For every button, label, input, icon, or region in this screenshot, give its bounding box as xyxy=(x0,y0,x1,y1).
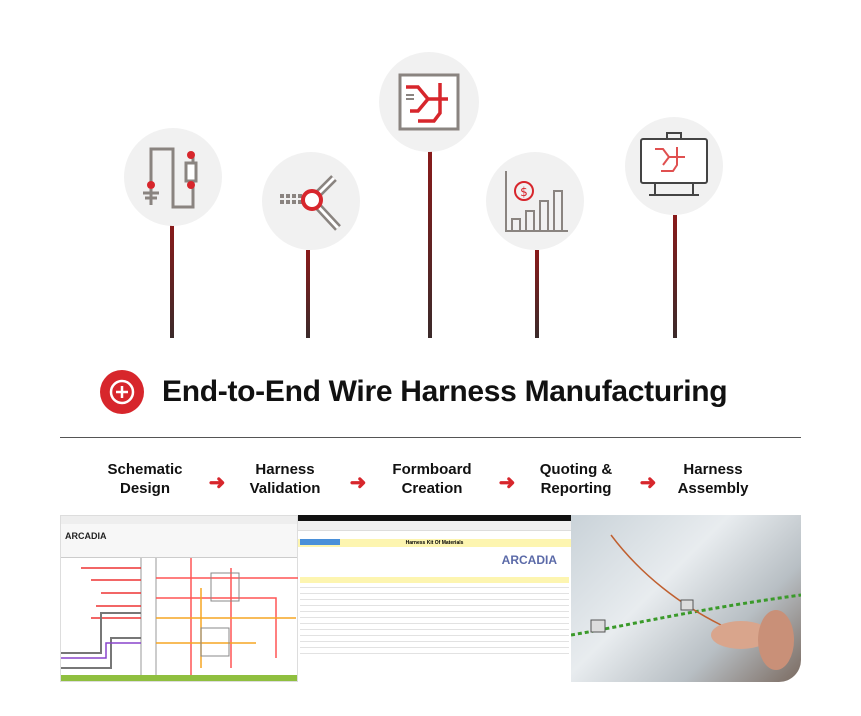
formboard-icon xyxy=(379,52,479,152)
report-logo: ARCADIA xyxy=(501,553,557,567)
step-label: Quoting & xyxy=(539,461,613,478)
arrow-right-icon: ➜ xyxy=(498,472,516,494)
status-bar xyxy=(61,675,297,681)
stem xyxy=(535,250,539,338)
quoting-chart-icon: $ xyxy=(486,152,584,250)
brand-logo: ARCADIA xyxy=(65,531,107,541)
table-header xyxy=(300,577,569,583)
step-label: Reporting xyxy=(540,480,612,497)
plus-circle-icon xyxy=(100,370,144,414)
svg-text:$: $ xyxy=(520,185,528,199)
window-bar xyxy=(298,515,571,521)
step-label: Formboard xyxy=(392,461,472,478)
step-label: Assembly xyxy=(677,480,749,497)
schematic-diagram xyxy=(61,558,299,676)
assembly-board-icon xyxy=(625,117,723,215)
arrow-right-icon: ➜ xyxy=(349,472,367,494)
report-screenshot: Harness Kit Of Materials ARCADIA xyxy=(298,515,571,682)
schematic-screenshot: ARCADIA xyxy=(60,515,299,682)
browser-bar xyxy=(61,516,297,524)
step-label: Design xyxy=(119,480,171,497)
page-title: End-to-End Wire Harness Manufacturing xyxy=(162,375,728,408)
nav-tabs xyxy=(298,521,571,531)
schematic-icon xyxy=(124,128,222,226)
stem xyxy=(306,250,310,338)
report-title: Harness Kit Of Materials xyxy=(298,539,571,547)
harness-validation-icon xyxy=(262,152,360,250)
toolbar xyxy=(298,531,571,545)
arrow-right-icon: ➜ xyxy=(639,472,657,494)
stem xyxy=(673,215,677,338)
arrow-right-icon: ➜ xyxy=(208,472,226,494)
stem xyxy=(170,224,174,338)
step-label: Harness xyxy=(683,461,743,478)
title-row: End-to-End Wire Harness Manufacturing xyxy=(100,370,728,414)
step-quoting-reporting: Quoting & Reporting xyxy=(540,460,612,498)
stem xyxy=(428,150,432,338)
assembly-photo xyxy=(571,515,801,682)
step-label: Harness xyxy=(255,461,315,478)
step-label: Schematic xyxy=(107,461,183,478)
step-label: Validation xyxy=(249,480,321,497)
ribbon: ARCADIA xyxy=(61,524,297,558)
step-label: Creation xyxy=(401,480,463,497)
screenshots-strip: ARCADIA Harness Kit Of Materials ARCADIA xyxy=(60,515,801,682)
divider xyxy=(60,437,801,438)
